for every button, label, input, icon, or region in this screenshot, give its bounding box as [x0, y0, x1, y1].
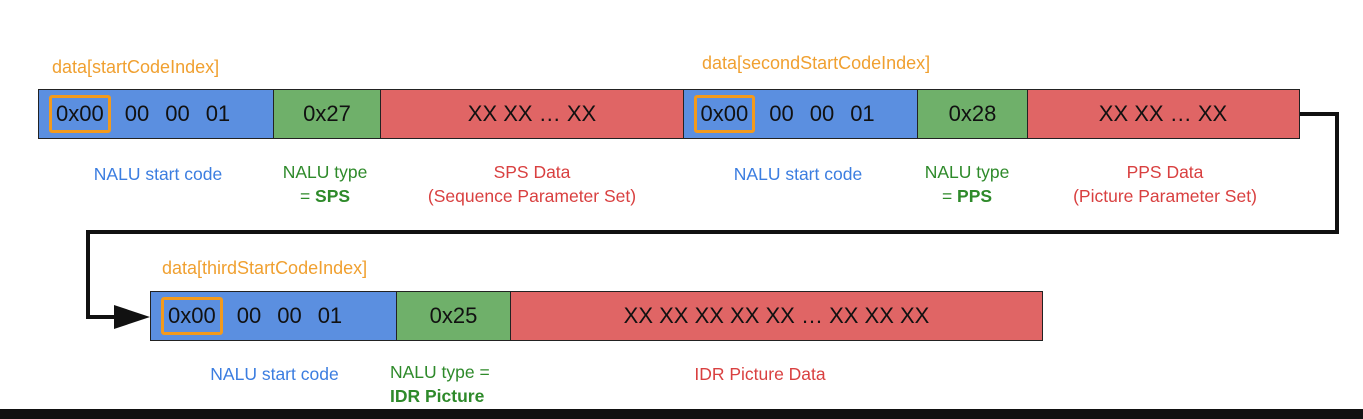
- caption-start-code-2: NALU start code: [733, 164, 863, 184]
- sps-data-cell: XX XX … XX: [380, 89, 684, 139]
- start-code-byte: 00: [165, 101, 190, 126]
- start-code-byte: 01: [205, 101, 231, 126]
- caption-bold: SPS: [315, 186, 351, 206]
- start-code-cell-2: 0x00 00 00 01: [682, 89, 919, 139]
- second-start-code-index-label: data[secondStartCodeIndex]: [702, 53, 931, 73]
- caption-prefix: =: [299, 186, 316, 206]
- caption-idr-data: IDR Picture Data: [694, 364, 826, 384]
- third-start-code-index-label: data[thirdStartCodeIndex]: [162, 258, 368, 278]
- caption-sps-data: SPS Data (Sequence Parameter Set): [382, 160, 682, 208]
- bottom-border: [0, 409, 1363, 419]
- start-code-first-byte-2: 0x00: [693, 95, 756, 133]
- nalu-type-cell-pps: 0x28: [917, 89, 1028, 139]
- nalu-type-cell-idr: 0x25: [395, 291, 512, 341]
- idr-data-cell: XX XX XX XX XX … XX XX XX: [510, 291, 1043, 341]
- caption-line: PPS Data: [1126, 162, 1204, 182]
- start-code-byte: 00: [277, 303, 302, 328]
- start-code-first-byte-3: 0x00: [161, 297, 223, 335]
- start-code-byte: 00: [124, 101, 150, 126]
- caption-pps-data: PPS Data (Picture Parameter Set): [1030, 160, 1300, 208]
- start-code-byte: 00: [769, 101, 794, 126]
- start-code-cell-1: 0x00 00 00 01: [38, 89, 274, 139]
- caption-start-code-3: NALU start code: [210, 364, 339, 384]
- start-code-byte: 01: [317, 303, 343, 328]
- start-code-byte: 00: [809, 101, 835, 126]
- row2-bytes: 0x00 00 00 01 0x25 XX XX XX XX XX … XX X…: [150, 291, 1043, 341]
- caption-line: (Picture Parameter Set): [1073, 186, 1257, 206]
- pps-data-cell: XX XX … XX: [1026, 89, 1300, 139]
- start-code-byte: 00: [236, 303, 262, 328]
- caption-line: = SPS: [270, 184, 380, 208]
- caption-line: = PPS: [912, 184, 1022, 208]
- row1-bytes: 0x00 00 00 01 0x27 XX XX … XX 0x00 00 00…: [38, 89, 1300, 139]
- connector-line: [86, 112, 1339, 319]
- caption-line: NALU type =: [390, 362, 490, 382]
- caption-line: (Sequence Parameter Set): [427, 186, 637, 206]
- caption-bold: PPS: [957, 186, 993, 206]
- arrowhead-icon: [114, 305, 150, 329]
- caption-start-code-1: NALU start code: [93, 164, 223, 184]
- caption-nalu-type-pps: NALU type = PPS: [912, 160, 1022, 208]
- caption-nalu-type-idr: NALU type = IDR Picture: [390, 360, 515, 408]
- caption-bold: IDR Picture: [390, 386, 485, 406]
- start-code-byte: 01: [850, 101, 875, 126]
- caption-prefix: =: [941, 186, 958, 206]
- caption-line: NALU type: [282, 162, 368, 182]
- caption-nalu-type-sps: NALU type = SPS: [270, 160, 380, 208]
- caption-line: NALU type: [924, 162, 1010, 182]
- start-code-first-byte-1: 0x00: [49, 95, 111, 133]
- start-code-cell-3: 0x00 00 00 01: [150, 291, 397, 341]
- caption-line: SPS Data: [493, 162, 571, 182]
- start-code-index-label: data[startCodeIndex]: [52, 57, 220, 77]
